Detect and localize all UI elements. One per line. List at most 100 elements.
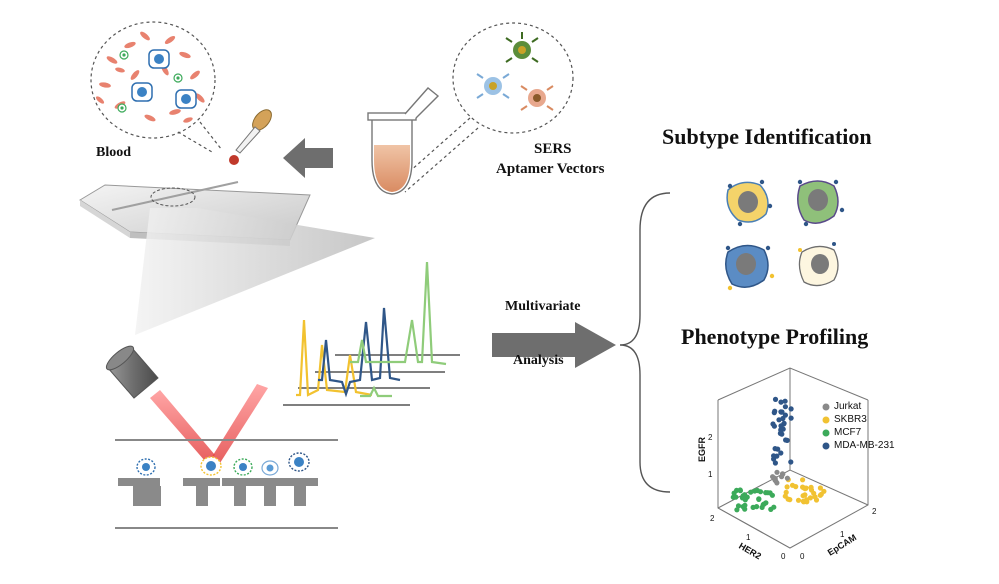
scatter-point [795,497,802,503]
scatter-point [733,494,739,500]
scatter-point [774,453,780,459]
analysis-label: Analysis [513,353,564,368]
scatter-point [778,399,784,405]
white-blood-cell [117,103,127,113]
scatter-point [772,460,779,466]
captured-cell [288,452,310,472]
scatter-point [752,488,758,494]
scatter-point [802,492,808,498]
scatter-point [772,408,778,414]
zoom-projection [135,208,375,335]
tick-z-1: 1 [708,470,713,479]
legend-marker-mda [822,442,830,450]
arrow-icon [283,138,333,178]
captured-cell [200,456,222,476]
scatter-point [765,490,771,496]
tick-y-0: 0 [800,552,805,561]
laser-in [150,390,215,461]
tick-y-2: 2 [872,507,877,516]
scatter-point [808,484,814,490]
aptamer-vectors-bubble [399,22,574,193]
scatter-point [776,417,782,423]
phenotype-profiling-title: Phenotype Profiling [681,324,869,349]
scatter-point [759,504,765,510]
scatter-point [770,421,776,427]
sers-nanotag-orange [520,85,554,111]
captured-cell [233,458,253,476]
legend-marker-jurkat [822,403,830,411]
scatter-point [734,507,740,513]
subtype-cell-green [797,179,845,227]
scatter-point [801,499,807,505]
sers-spectra [283,261,460,406]
scatter-point [754,504,760,510]
objective-lens-icon [105,345,159,399]
legend-label-mcf7: MCF7 [834,427,862,438]
scatter-point [789,482,796,488]
tick-z-2: 2 [708,433,713,442]
aptamer-vectors-label: Aptamer Vectors [496,161,605,177]
scatter-point [788,415,794,421]
scatter-point [782,404,789,410]
scatter-point [784,475,791,481]
scatter-point [780,415,786,422]
blood-sample-bubble [90,21,223,153]
subtype-cell-blue [725,244,775,291]
scatter-point [778,427,784,433]
scatter-point [772,446,778,452]
subtype-cell-white [798,242,839,287]
scatter-point [817,485,824,491]
scatter-point [742,497,748,503]
scatter-3d-axes [717,367,869,549]
tumor-cell [148,49,170,69]
plot3d-legend [822,403,830,450]
tick-x-0: 0 [781,552,786,561]
spectrum-blue [318,307,401,398]
tick-x-1: 1 [746,533,751,542]
white-blood-cell [173,73,183,83]
scatter-point [779,474,785,480]
sers-nanotag-green [505,32,539,63]
legend-marker-skbr3 [822,416,830,424]
sers-nanotag-blue [476,73,510,99]
sample-tube-icon [367,87,440,195]
scatter-point [821,488,827,494]
scatter-point [800,477,806,483]
captured-cell [136,458,156,476]
scatter-point [735,503,742,509]
scatter-point [757,489,764,495]
capture-substrate [115,439,338,529]
scatter-point [740,504,746,510]
scatter-point [737,487,743,493]
tumor-cell [131,82,153,102]
subtype-identification-title: Subtype Identification [662,124,872,149]
legend-label-skbr3: SKBR3 [834,414,867,425]
scatter-point [778,423,784,429]
axis-label-egfr: EGFR [697,436,707,462]
scatter-point [756,496,762,502]
scatter-point [787,497,793,503]
white-blood-cell [119,50,129,60]
tumor-cell [175,89,197,109]
blood-label: Blood [96,145,132,160]
scatter-point [788,406,794,412]
scatter-point [772,396,779,402]
scatter-point [807,495,814,501]
scatter-point [812,494,818,500]
multivariate-label: Multivariate [505,299,581,314]
sers-label: SERS [534,141,572,157]
scatter-point [817,492,823,498]
legend-label-mda: MDA-MB-231 [834,440,895,451]
captured-cell [261,460,279,476]
legend-marker-mcf7 [822,429,830,437]
spectrum-green [350,261,447,366]
scatter-point [784,484,790,490]
scatter-point [783,489,789,495]
scatter-point [748,489,754,495]
output-bracket [619,192,671,493]
scatter-point [782,398,788,404]
tick-y-1: 1 [840,530,845,539]
scatter-point [774,469,780,475]
scatter-point [788,459,794,465]
